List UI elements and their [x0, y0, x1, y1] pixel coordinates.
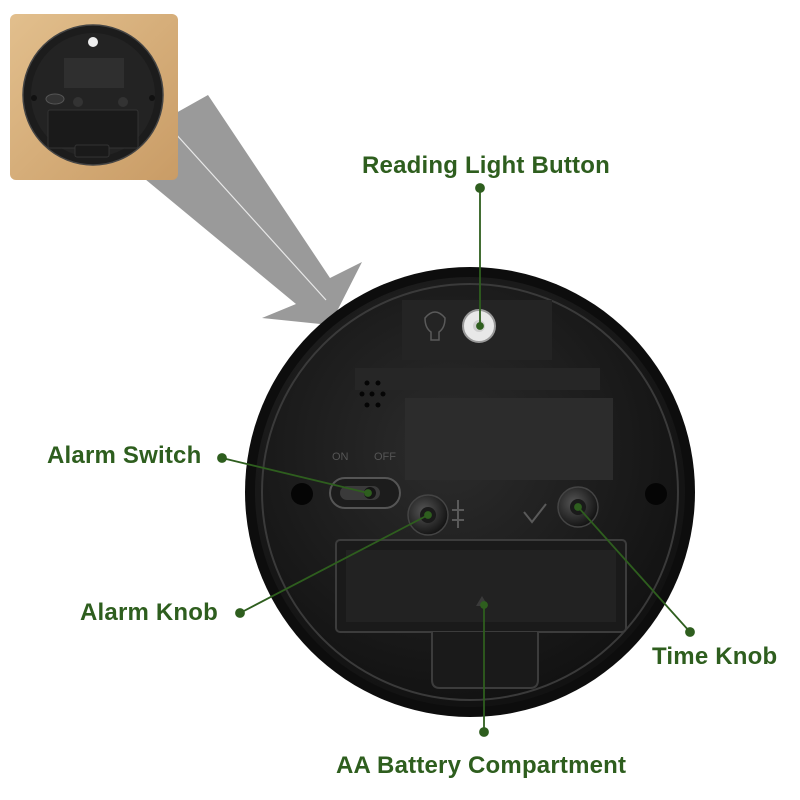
leader-lines: [217, 183, 695, 737]
alarm-knob-callout: Alarm Knob: [80, 599, 219, 626]
switch-on-label: ON: [332, 451, 349, 463]
alarm-switch-callout: Alarm Switch: [47, 442, 202, 469]
check-icon: [523, 503, 547, 524]
speaker-grille: [359, 380, 386, 408]
thumbnail-inset: [10, 14, 178, 180]
battery-callout: AA Battery Compartment: [336, 752, 627, 779]
clock-back: ON OFF: [245, 267, 695, 717]
time-knob-callout: Time Knob: [652, 643, 778, 670]
mount-hole-right: [645, 483, 667, 505]
alarm-bell-icon: [452, 500, 464, 528]
battery-compartment[interactable]: [335, 539, 627, 689]
reading-light-callout: Reading Light Button: [362, 152, 610, 179]
switch-off-label: OFF: [374, 451, 396, 463]
mount-hole-left: [291, 483, 313, 505]
